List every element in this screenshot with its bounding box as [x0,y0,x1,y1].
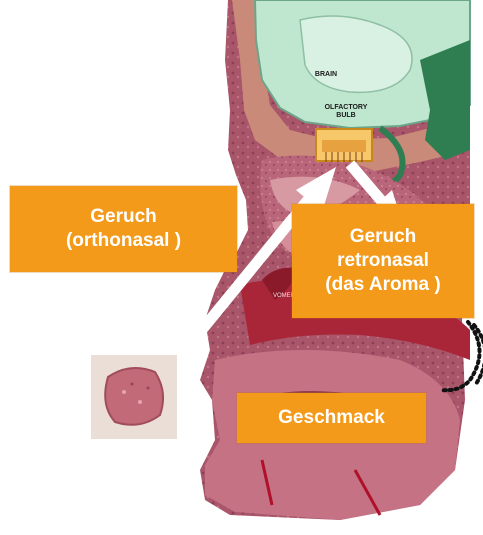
taste-text: Geschmack [278,406,385,430]
brain-label: BRAIN [304,71,348,79]
orthonasal-smell-label: Geruch (orthonasal ) [10,186,237,272]
food-sample-icon [91,355,177,439]
retronasal-line3: (das Aroma ) [325,273,440,297]
orthonasal-line2: (orthonasal ) [66,229,181,253]
orthonasal-line1: Geruch [90,205,157,229]
olfactory-bulb [322,140,366,152]
olfactory-bulb-label: OLFACTORY BULB [316,104,376,120]
retronasal-smell-label: Geruch retronasal (das Aroma ) [292,204,474,318]
retronasal-line2: retronasal [337,249,429,273]
olfactory-bulb-label-line1: OLFACTORY [325,104,368,111]
retronasal-line1: Geruch [350,225,417,249]
taste-label: Geschmack [237,393,426,443]
olfactory-bulb-label-line2: BULB [336,112,355,119]
